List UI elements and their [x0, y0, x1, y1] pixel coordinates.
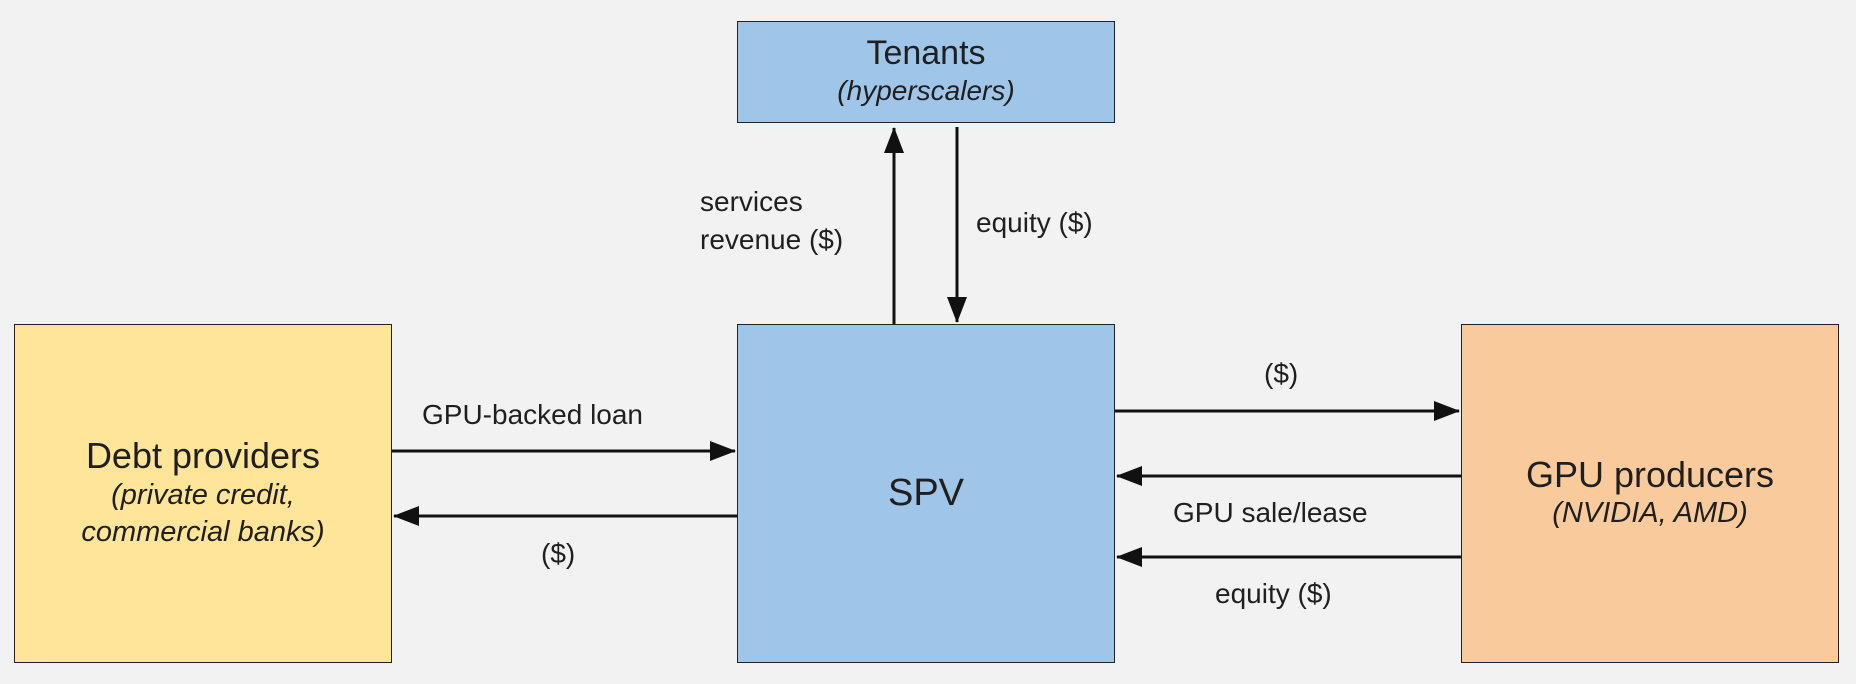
- tenants-title: Tenants: [866, 34, 986, 73]
- services-revenue-label-line1: services: [700, 186, 803, 217]
- gpu-equity-label: equity ($): [1215, 578, 1332, 609]
- debt-providers-node: Debt providers (private credit, commerci…: [14, 324, 392, 663]
- debt-providers-subtitle-line2: commercial banks): [81, 516, 325, 549]
- spv-payment-label: ($): [1264, 358, 1299, 389]
- gpu-sale-lease-label: GPU sale/lease: [1173, 497, 1368, 528]
- tenants-subtitle: (hyperscalers): [837, 75, 1015, 107]
- spv-node: SPV: [737, 324, 1115, 663]
- spv-title: SPV: [887, 471, 965, 514]
- gpu-producers-node: GPU producers (NVIDIA, AMD): [1461, 324, 1839, 663]
- debt-providers-title: Debt providers: [85, 435, 321, 477]
- gpu-producers-subtitle: (NVIDIA, AMD): [1552, 497, 1748, 530]
- debt-providers-subtitle-line1: (private credit,: [111, 478, 295, 511]
- debt-repayment-label: ($): [541, 538, 576, 569]
- services-revenue-label: services revenue ($): [700, 183, 843, 259]
- tenants-equity-label: equity ($): [976, 207, 1093, 238]
- gpu-producers-title: GPU producers: [1525, 453, 1775, 495]
- services-revenue-label-line2: revenue ($): [700, 223, 844, 255]
- tenants-node: Tenants (hyperscalers): [737, 21, 1115, 123]
- gpu-backed-loan-label: GPU-backed loan: [422, 399, 644, 430]
